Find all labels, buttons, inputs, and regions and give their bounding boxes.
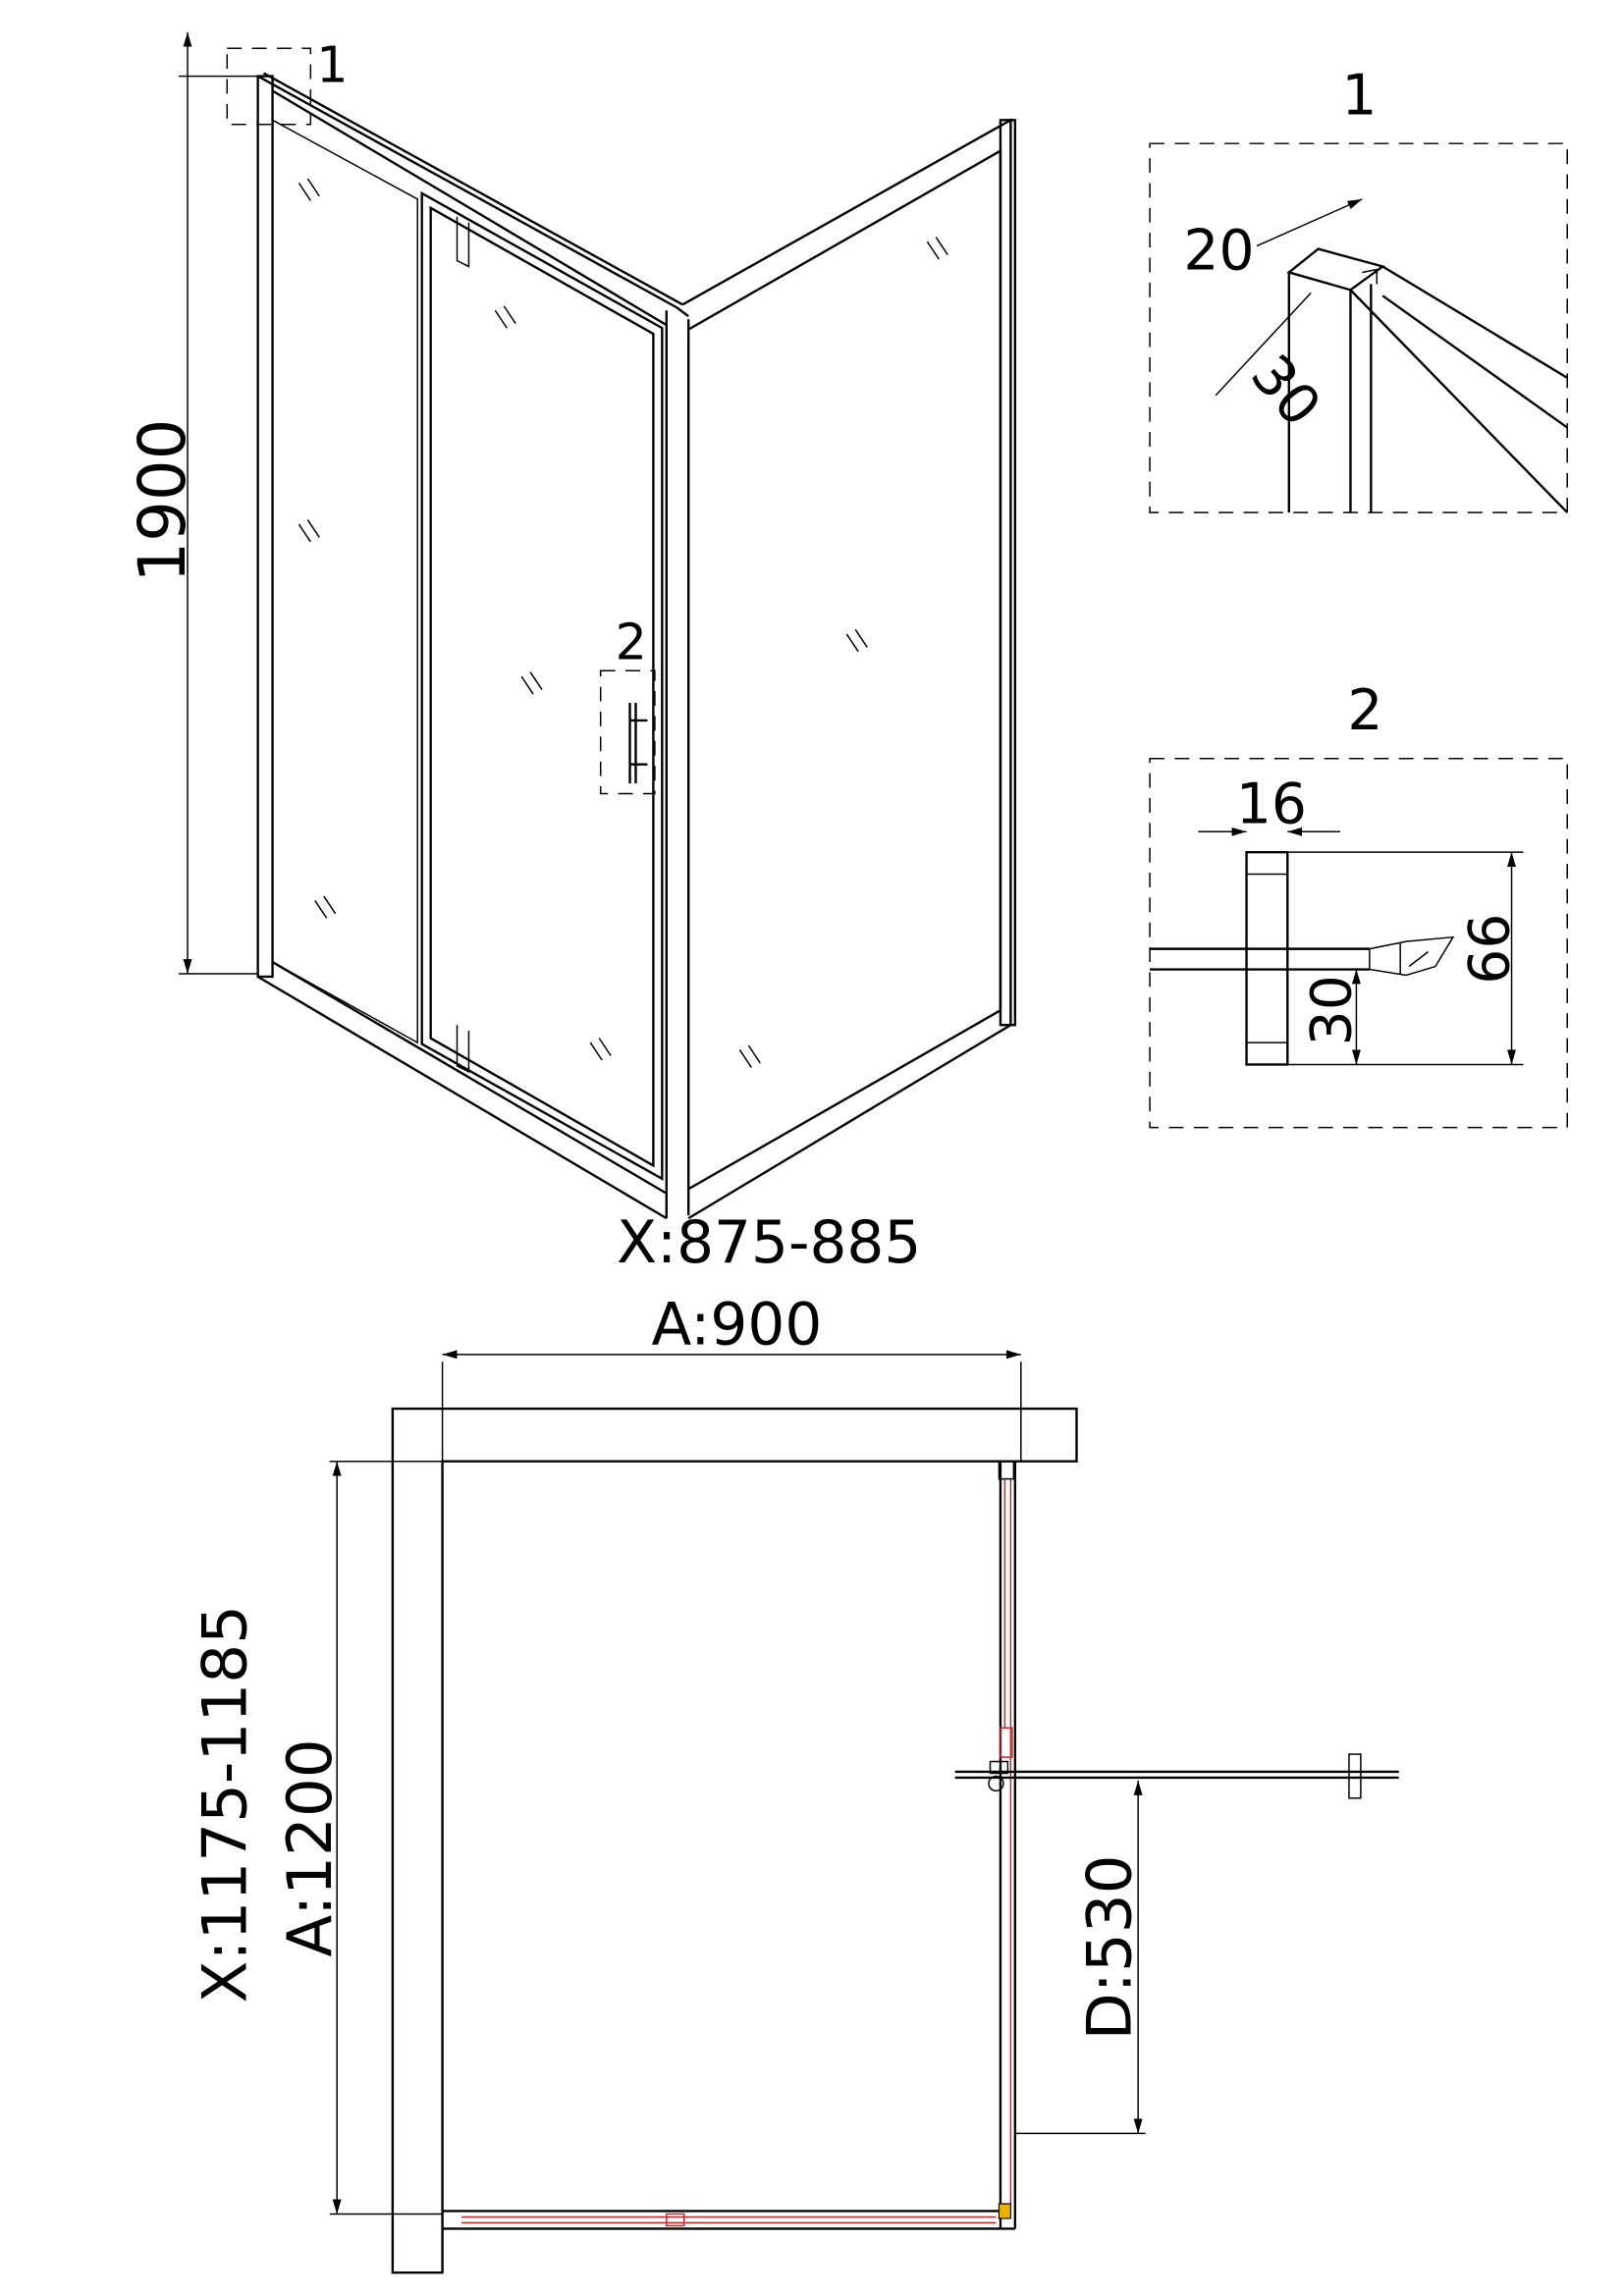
bottom-rail <box>257 961 668 1220</box>
detail2-height-label: 66 <box>1458 914 1523 985</box>
door-handle <box>628 703 648 784</box>
detail1-title: 1 <box>1341 63 1377 128</box>
door-handle-plan <box>1348 1753 1362 1799</box>
detail2-title: 2 <box>1347 678 1382 743</box>
front-panel <box>442 2210 1015 2230</box>
swing-door-panel <box>420 190 664 1181</box>
right-fixed-panel <box>681 118 1012 1220</box>
corner-post <box>665 306 690 1219</box>
height-dimension-label: 1900 <box>126 419 200 583</box>
glass-reflection-marks <box>298 178 948 1068</box>
detail1-frame <box>1149 142 1568 513</box>
left-wall-profile <box>256 75 274 979</box>
detail2-frame <box>1149 757 1568 1129</box>
detail-1: 1 20 30 <box>1149 63 1569 513</box>
magnetic-seal <box>1369 935 1455 977</box>
detail2-width-label: 16 <box>1236 772 1307 836</box>
handle-section <box>1245 850 1289 1066</box>
open-door <box>954 1770 1399 1780</box>
detail2-callout-label: 2 <box>616 613 647 670</box>
detail1-width-label: 20 <box>1183 218 1254 283</box>
detail2-offset-label: 30 <box>1299 975 1364 1045</box>
isometric-view: 1 2 1900 X:875-885 <box>126 31 1017 1277</box>
plan-view: A:900 A:1200 X:1175-1185 D:530 <box>189 1291 1399 2274</box>
plan-depth-label: A:1200 <box>274 1738 346 1956</box>
top-rail <box>257 72 683 327</box>
plan-door-label: D:530 <box>1074 1855 1146 2041</box>
hinge-icon <box>988 1775 1004 1792</box>
plan-x-range-label: X:1175-1185 <box>189 1605 261 2002</box>
detail1-depth-label: 30 <box>1238 343 1333 439</box>
front-panel-glass <box>460 2216 997 2224</box>
side-panel-glass <box>1003 1478 1012 2212</box>
plan-width-label: A:900 <box>652 1291 823 1359</box>
detail-2: 2 16 66 30 <box>1149 678 1568 1129</box>
detail1-callout-label: 1 <box>316 36 348 94</box>
glass-section <box>1150 947 1370 971</box>
right-wall-profile <box>999 119 1017 1027</box>
detail2-callout-box <box>599 669 656 795</box>
fixed-glass-panel <box>272 119 418 1044</box>
profile-section <box>1286 247 1569 513</box>
door-hinges <box>456 216 470 1074</box>
elevation-x-range-label: X:875-885 <box>617 1209 921 1277</box>
wall-hatching <box>391 1407 1078 2274</box>
side-panel <box>999 1461 1017 2229</box>
detail1-callout-box <box>226 47 312 126</box>
